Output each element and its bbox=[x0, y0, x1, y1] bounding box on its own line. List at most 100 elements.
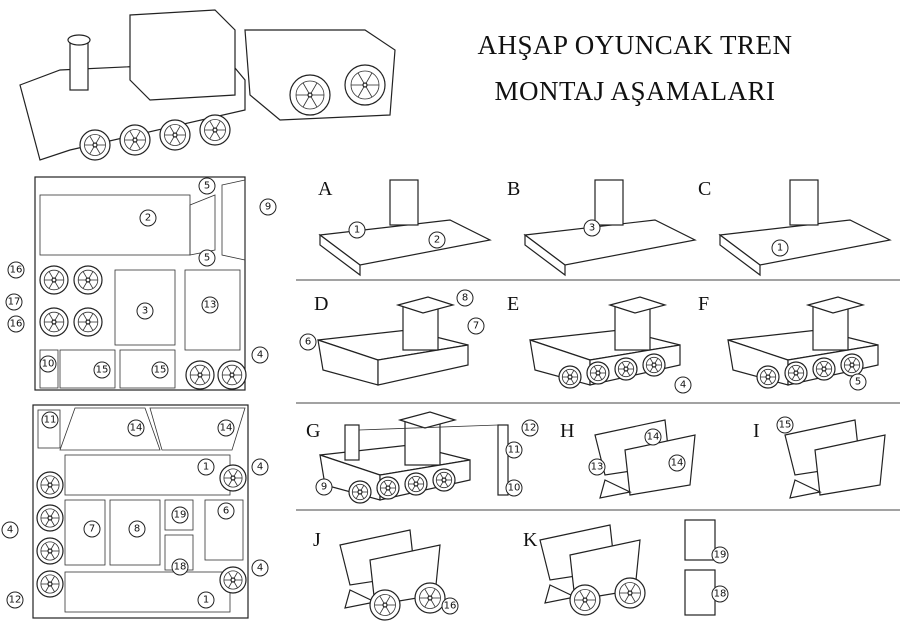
step-letter: K bbox=[523, 529, 538, 551]
title-line-1: AHŞAP OYUNCAK TREN bbox=[477, 30, 793, 60]
part-number-callout: 15 bbox=[151, 361, 169, 379]
step-letter: A bbox=[318, 178, 333, 200]
part-number-callout: 16 bbox=[441, 597, 459, 615]
wheel-icon bbox=[185, 360, 215, 390]
part-number: 1 bbox=[777, 243, 783, 254]
part-number: 12 bbox=[524, 423, 537, 434]
part-number-callout: 12 bbox=[521, 419, 539, 437]
part-number: 9 bbox=[321, 482, 327, 493]
part-number-callout: 6 bbox=[217, 502, 235, 520]
part-number: 11 bbox=[44, 415, 57, 426]
wheel-icon bbox=[586, 361, 610, 385]
part-number-callout: 7 bbox=[467, 317, 485, 335]
part-number-callout: 8 bbox=[128, 520, 146, 538]
part-number: 4 bbox=[680, 380, 686, 391]
wheel-icon bbox=[348, 480, 372, 504]
part-number: 13 bbox=[204, 300, 217, 311]
part-number: 8 bbox=[134, 524, 140, 535]
part-number: 16 bbox=[444, 601, 457, 612]
wheel-icon bbox=[79, 129, 111, 161]
part-number: 4 bbox=[257, 350, 263, 361]
part-number: 10 bbox=[508, 483, 521, 494]
part-number-callout: 13 bbox=[201, 296, 219, 314]
assembled-train-illustration bbox=[19, 9, 396, 161]
part-number-callout: 4 bbox=[251, 559, 269, 577]
part-number-callout: 14 bbox=[217, 419, 235, 437]
part-number: 4 bbox=[7, 525, 13, 536]
part-number: 17 bbox=[8, 297, 21, 308]
part-number-callout: 2 bbox=[139, 209, 157, 227]
assembly-step-f: F5 bbox=[698, 293, 879, 391]
part-number: 6 bbox=[305, 337, 311, 348]
part-number-callout: 6 bbox=[299, 333, 317, 351]
part-number-callout: 18 bbox=[171, 558, 189, 576]
wheel-icon bbox=[73, 265, 103, 295]
part-number: 4 bbox=[257, 563, 263, 574]
part-number: 13 bbox=[591, 462, 604, 473]
wheel-icon bbox=[344, 64, 386, 106]
part-number: 10 bbox=[42, 359, 55, 370]
part-number-callout: 1 bbox=[348, 221, 366, 239]
wheel-icon bbox=[642, 353, 666, 377]
wheel-icon bbox=[569, 584, 601, 616]
part-number-callout: 9 bbox=[315, 478, 333, 496]
step-letter: J bbox=[313, 529, 321, 551]
part-number: 7 bbox=[89, 524, 95, 535]
part-number: 3 bbox=[142, 306, 148, 317]
part-number-callout: 16 bbox=[7, 315, 25, 333]
wheel-icon bbox=[614, 577, 646, 609]
wheel-icon bbox=[36, 504, 64, 532]
part-number: 1 bbox=[203, 595, 209, 606]
part-number: 7 bbox=[473, 321, 479, 332]
part-number: 18 bbox=[174, 562, 187, 573]
wheel-icon bbox=[199, 114, 231, 146]
wheel-icon bbox=[39, 307, 69, 337]
part-number: 3 bbox=[589, 223, 595, 234]
part-number-callout: 15 bbox=[93, 361, 111, 379]
step-letter: B bbox=[507, 178, 520, 200]
wheel-icon bbox=[614, 357, 638, 381]
part-number: 16 bbox=[10, 265, 23, 276]
part-number-callout: 9 bbox=[259, 198, 277, 216]
part-number-callout: 10 bbox=[39, 355, 57, 373]
wheel-icon bbox=[73, 307, 103, 337]
wheel-icon bbox=[369, 589, 401, 621]
step-letter: C bbox=[698, 178, 711, 200]
part-number: 12 bbox=[9, 595, 22, 606]
part-number-callout: 10 bbox=[505, 479, 523, 497]
step-letter: E bbox=[507, 293, 519, 315]
wheel-icon bbox=[812, 357, 836, 381]
part-number: 9 bbox=[265, 202, 271, 213]
wheel-icon bbox=[432, 468, 456, 492]
part-number-callout: 11 bbox=[505, 441, 523, 459]
part-number-callout: 14 bbox=[668, 454, 686, 472]
wheel-icon bbox=[36, 537, 64, 565]
part-number-callout: 11 bbox=[41, 411, 59, 429]
step-letter: I bbox=[753, 420, 760, 442]
part-number-callout: 4 bbox=[674, 376, 692, 394]
part-number-callout: 4 bbox=[251, 346, 269, 364]
part-number-callout: 3 bbox=[136, 302, 154, 320]
wheel-icon bbox=[39, 265, 69, 295]
part-number-callout: 14 bbox=[127, 419, 145, 437]
wheel-icon bbox=[840, 353, 864, 377]
part-number-callout: 14 bbox=[644, 428, 662, 446]
part-number-callout: 4 bbox=[251, 458, 269, 476]
part-number-callout: 12 bbox=[6, 591, 24, 609]
part-number: 5 bbox=[204, 253, 210, 264]
part-number-callout: 5 bbox=[849, 373, 867, 391]
assembly-step-c: C1 bbox=[698, 178, 892, 277]
assembly-step-b: B3 bbox=[507, 178, 697, 277]
part-number-callout: 19 bbox=[171, 506, 189, 524]
part-number: 4 bbox=[257, 462, 263, 473]
part-number: 5 bbox=[855, 377, 861, 388]
part-number-callout: 4 bbox=[1, 521, 19, 539]
part-number-callout: 1 bbox=[771, 239, 789, 257]
wheel-icon bbox=[289, 74, 331, 116]
wheel-icon bbox=[119, 124, 151, 156]
part-number: 14 bbox=[130, 423, 143, 434]
